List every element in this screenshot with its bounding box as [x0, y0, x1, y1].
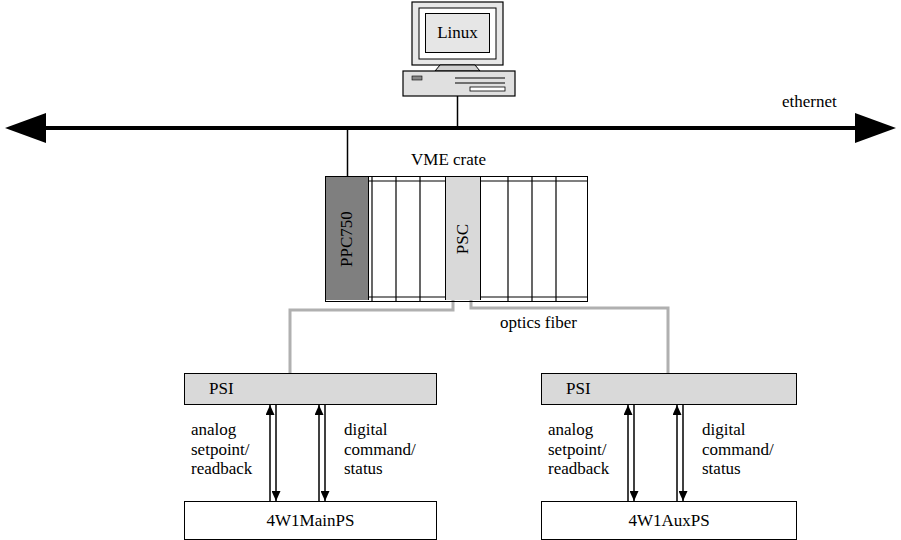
interface-box: PSI: [541, 373, 797, 405]
node-label: PSI: [209, 379, 234, 399]
crate-heading: VME crate: [411, 150, 486, 170]
psc-board: PSC: [445, 177, 481, 300]
edge-label: optics fiber: [500, 313, 610, 333]
network-label: ethernet: [782, 92, 837, 112]
connector-line: [682, 405, 684, 501]
node-label: PSC: [453, 223, 473, 253]
interface-box: PSI: [184, 373, 437, 405]
edge-label: digital command/ status: [702, 420, 782, 479]
connector-line: [318, 405, 320, 501]
node-label: PPC750: [337, 211, 357, 267]
connector-line: [633, 405, 635, 501]
signal-arrows: [319, 405, 325, 501]
connector-line: [269, 405, 271, 501]
connector-line: [471, 294, 668, 373]
signal-arrows: [628, 405, 634, 501]
ethernet-bus: [5, 113, 896, 143]
connector-line: [275, 405, 277, 501]
node-label: 4W1AuxPS: [628, 511, 709, 531]
screen-box: Linux: [425, 13, 490, 53]
node-label: Linux: [437, 23, 478, 43]
edge-label: analog setpoint/ readback: [548, 420, 622, 479]
power-supply-box: 4W1MainPS: [184, 501, 437, 540]
signal-arrows: [677, 405, 683, 501]
connector-line: [290, 294, 453, 373]
optical-fiber: [290, 294, 453, 373]
crate-box: VME cratePPC750PSC: [325, 176, 588, 302]
optical-fiber: [471, 294, 668, 373]
node-label: 4W1MainPS: [267, 511, 355, 531]
connector-line: [627, 405, 629, 501]
connector-line: [676, 405, 678, 501]
power-supply-box: 4W1AuxPS: [541, 501, 797, 540]
signal-arrows: [270, 405, 276, 501]
computer-icon: [403, 2, 515, 96]
cpu-board: PPC750: [326, 177, 369, 300]
node-label: PSI: [566, 379, 591, 399]
edge-label: analog setpoint/ readback: [191, 420, 265, 479]
connector-line: [324, 405, 326, 501]
crate-slots: [368, 176, 588, 302]
edge-label: digital command/ status: [344, 420, 424, 479]
